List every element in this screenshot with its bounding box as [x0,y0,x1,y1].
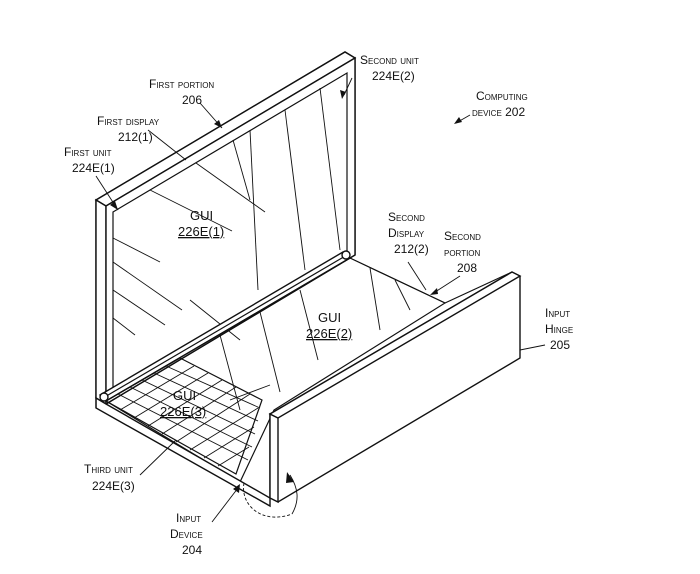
first-display [112,71,348,394]
label-second-display-1: Second [388,210,425,224]
label-second-unit: Second unit [360,53,419,67]
label-first-unit: First unit [64,145,112,159]
label-input-hinge-2: Hinge [545,322,573,336]
ref-second-unit: 224E(2) [372,69,415,83]
gui-1-ref: 226E(1) [178,224,224,239]
label-first-portion: First portion [149,77,214,91]
gui-3-title: GUI [173,388,196,403]
ref-second-display: 212(2) [394,242,429,256]
leader-lines [95,77,546,523]
ref-second-portion: 208 [457,261,477,275]
gui-3-ref: 226E(3) [160,404,206,419]
input-device-panel [268,271,522,504]
ref-first-unit: 224E(1) [72,161,115,175]
label-computing-device: device 202 [472,105,525,119]
label-input-device-1: Input [176,511,201,525]
ref-input-hinge: 205 [550,338,570,352]
label-second-portion-1: Second [444,229,481,243]
rotation-arrow [243,472,298,518]
label-first-display: First display [97,114,160,128]
label-second-portion-2: portion [444,245,481,259]
label-input-device-2: Device [170,527,203,541]
gui-2-title: GUI [318,310,341,325]
label-input-hinge-1: Input [545,306,570,320]
base-edge [95,396,271,508]
gui-2-ref: 226E(2) [306,326,352,341]
input-grid [104,357,263,475]
hinge-joint-top [341,250,351,260]
ref-third-unit: 224E(3) [92,479,135,493]
gui-1-title: GUI [190,208,213,223]
label-second-display-2: Display [388,226,425,240]
ref-input-device: 204 [182,543,202,557]
hinge-joint-bottom [99,392,109,402]
ref-first-portion: 206 [182,93,202,107]
label-third-unit: Third unit [84,462,133,476]
ref-first-display: 212(1) [118,130,153,144]
label-computing: Computing [476,89,528,103]
